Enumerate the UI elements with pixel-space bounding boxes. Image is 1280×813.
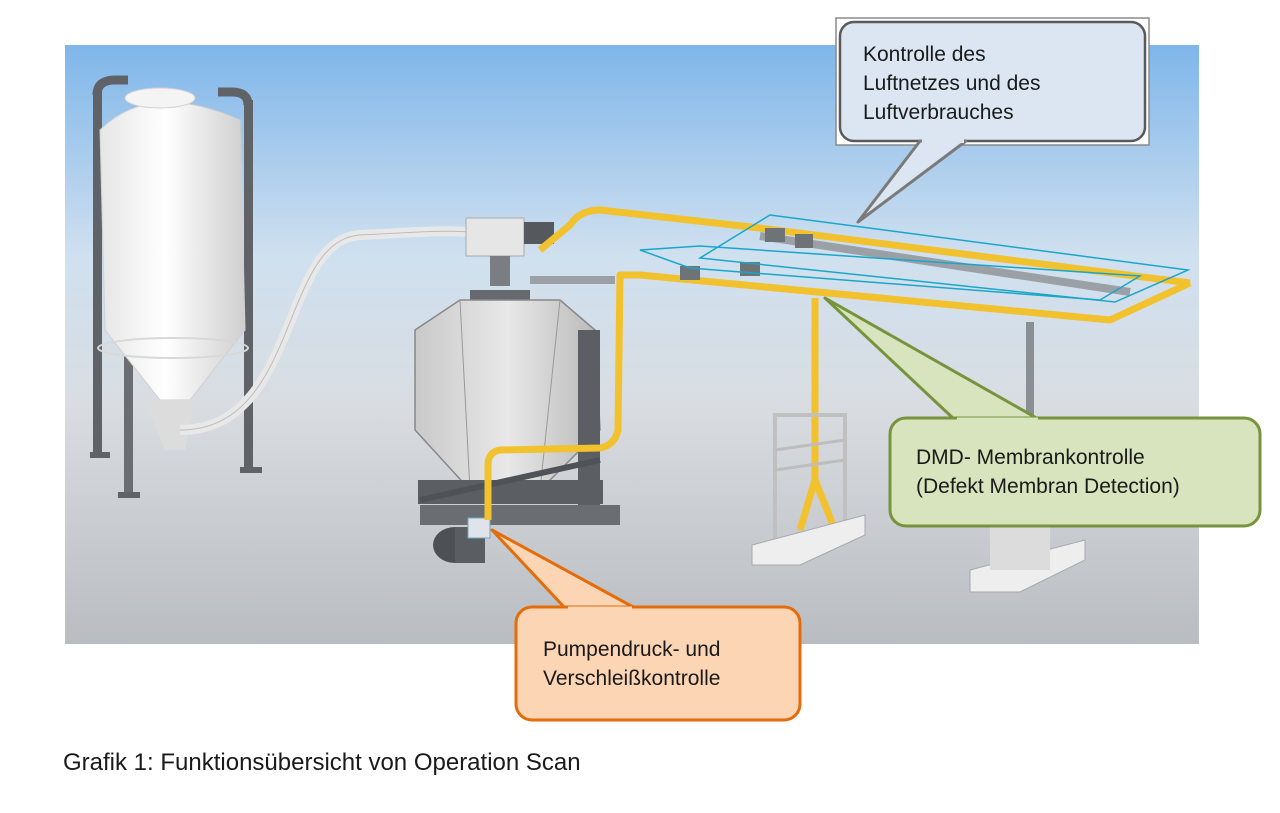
conveying-hose-icon [179,226,471,435]
callout-membrane [823,296,1262,528]
callout-membrane-text: DMD- Membrankontrolle (Defekt Membran De… [916,446,1180,498]
sensor-line-icon [639,214,1191,303]
figure-caption: Grafik 1: Funktionsübersicht von Operati… [63,749,581,776]
pump-motor-icon [433,517,491,563]
callout-pump [490,528,802,722]
air-pipeline-icon [484,206,1192,532]
hopper-vessel-icon [414,217,620,525]
callout-pump-text: Pumpendruck- und Verschleißkontrolle [543,638,721,690]
silo-icon [90,75,262,498]
callout-air-network [835,17,1150,224]
feeder-trough-icon [751,413,1086,593]
callout-air-network-text: Kontrolle des Luftnetzes und des Luftver… [863,43,1041,124]
